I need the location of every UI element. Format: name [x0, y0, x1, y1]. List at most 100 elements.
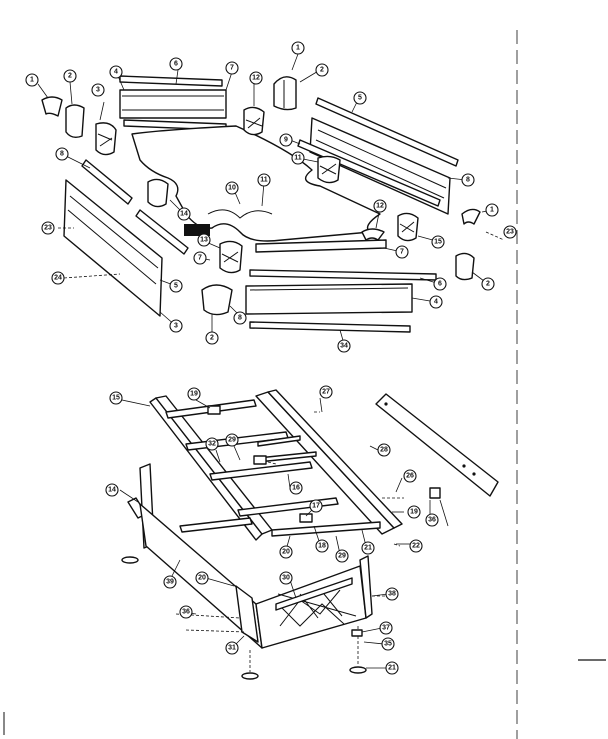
- callout: 37: [379, 621, 393, 635]
- svg-text:36: 36: [182, 609, 190, 616]
- callout: 39: [163, 575, 177, 589]
- callout: 19: [407, 505, 421, 519]
- svg-text:30: 30: [282, 575, 290, 582]
- svg-text:11: 11: [260, 177, 268, 184]
- svg-text:5: 5: [174, 283, 178, 290]
- frame-side-board-left: [149, 395, 273, 541]
- callout: 2: [315, 63, 329, 77]
- svg-text:24: 24: [54, 275, 62, 282]
- callout: 8: [461, 173, 475, 187]
- callout: 26: [406, 473, 414, 480]
- callout: 11: [257, 173, 271, 187]
- svg-text:35: 35: [384, 641, 392, 648]
- svg-text:9: 9: [284, 137, 288, 144]
- svg-text:2: 2: [210, 335, 214, 342]
- callout: 1: [25, 73, 39, 87]
- svg-text:17: 17: [312, 503, 320, 510]
- callout: 2: [481, 277, 495, 291]
- svg-text:2: 2: [320, 67, 324, 74]
- upper-left-rail: [119, 75, 227, 131]
- callout: 4: [109, 65, 123, 79]
- callout: 31: [225, 641, 239, 655]
- callout: 7: [395, 245, 409, 259]
- foot-front-right: [349, 666, 367, 674]
- callout: 36: [425, 513, 439, 527]
- svg-text:20: 20: [282, 549, 290, 556]
- callout: 34: [337, 339, 351, 353]
- pocket-top-middle: [243, 106, 265, 136]
- svg-text:4: 4: [434, 299, 438, 306]
- callout: 19: [187, 387, 201, 401]
- svg-text:21: 21: [388, 665, 396, 672]
- pocket-cap-bottom: [201, 284, 233, 316]
- svg-text:22: 22: [412, 543, 420, 550]
- svg-text:16: 16: [292, 485, 300, 492]
- svg-text:14: 14: [180, 211, 188, 218]
- callout: 18: [364, 545, 372, 552]
- svg-text:39: 39: [166, 579, 174, 586]
- svg-text:29: 29: [338, 553, 346, 560]
- svg-text:6: 6: [174, 61, 178, 68]
- callout: 23: [503, 225, 517, 239]
- callout: 20: [195, 571, 209, 585]
- svg-text:11: 11: [294, 155, 302, 162]
- callout: 9: [279, 133, 293, 147]
- callout: 15: [431, 235, 445, 249]
- callout: 11: [291, 151, 305, 165]
- end-panel: [375, 393, 499, 497]
- svg-text:36: 36: [428, 517, 436, 524]
- bolt-22: [393, 543, 401, 547]
- callout: 35: [381, 637, 395, 651]
- svg-text:1: 1: [490, 207, 494, 214]
- leveler-pad: [351, 629, 363, 637]
- part-tag-block: [184, 224, 210, 236]
- pocket-cap-top: [273, 76, 297, 111]
- callout: 36: [179, 605, 193, 619]
- svg-text:29: 29: [228, 437, 236, 444]
- callout: 29: [335, 549, 349, 563]
- svg-text:12: 12: [252, 75, 260, 82]
- callout: 38: [385, 587, 399, 601]
- svg-text:3: 3: [96, 87, 100, 94]
- liner-clip-bottom: [361, 228, 385, 241]
- callout: 3: [169, 319, 183, 333]
- frame-side-board-right: [255, 389, 403, 535]
- callout: 2: [63, 69, 77, 83]
- callout: 32: [205, 437, 219, 451]
- svg-text:13: 13: [200, 237, 208, 244]
- bracket-right: [429, 487, 441, 499]
- callout: 4: [429, 295, 443, 309]
- svg-text:19: 19: [190, 391, 198, 398]
- callout: 3: [91, 83, 105, 97]
- callout: 6: [433, 277, 447, 291]
- pocket-cap-right: [455, 252, 475, 281]
- callout: 24: [51, 271, 65, 285]
- svg-text:3: 3: [174, 323, 178, 330]
- svg-text:14: 14: [108, 487, 116, 494]
- table-frame-assembly: [119, 389, 499, 680]
- left-long-rail: [63, 159, 189, 317]
- pocket-cap-left: [65, 104, 85, 139]
- bolt-36-lower: [185, 629, 247, 633]
- svg-text:7: 7: [400, 249, 404, 256]
- bracket-lower: [299, 513, 313, 523]
- liner-clip-right: [461, 208, 481, 225]
- foot-front-left: [241, 672, 259, 680]
- svg-text:7: 7: [198, 255, 202, 262]
- callout: 17: [309, 499, 323, 513]
- callout: 5: [353, 91, 367, 105]
- callouts-bottom: 15 19 27 28 32 29 16 26 19 36 14 17 18 2…: [105, 385, 439, 675]
- svg-text:2: 2: [486, 281, 490, 288]
- svg-text:5: 5: [358, 95, 362, 102]
- bottom-leader-lines: [119, 397, 449, 669]
- svg-text:31: 31: [228, 645, 236, 652]
- callout: 18: [315, 539, 329, 553]
- callout: 7: [225, 61, 239, 75]
- svg-text:21: 21: [364, 545, 372, 552]
- callout: 16: [289, 481, 303, 495]
- callout: 8: [55, 147, 69, 161]
- callout: 14: [177, 207, 191, 221]
- callout: 5: [169, 279, 183, 293]
- callout: 8: [233, 311, 247, 325]
